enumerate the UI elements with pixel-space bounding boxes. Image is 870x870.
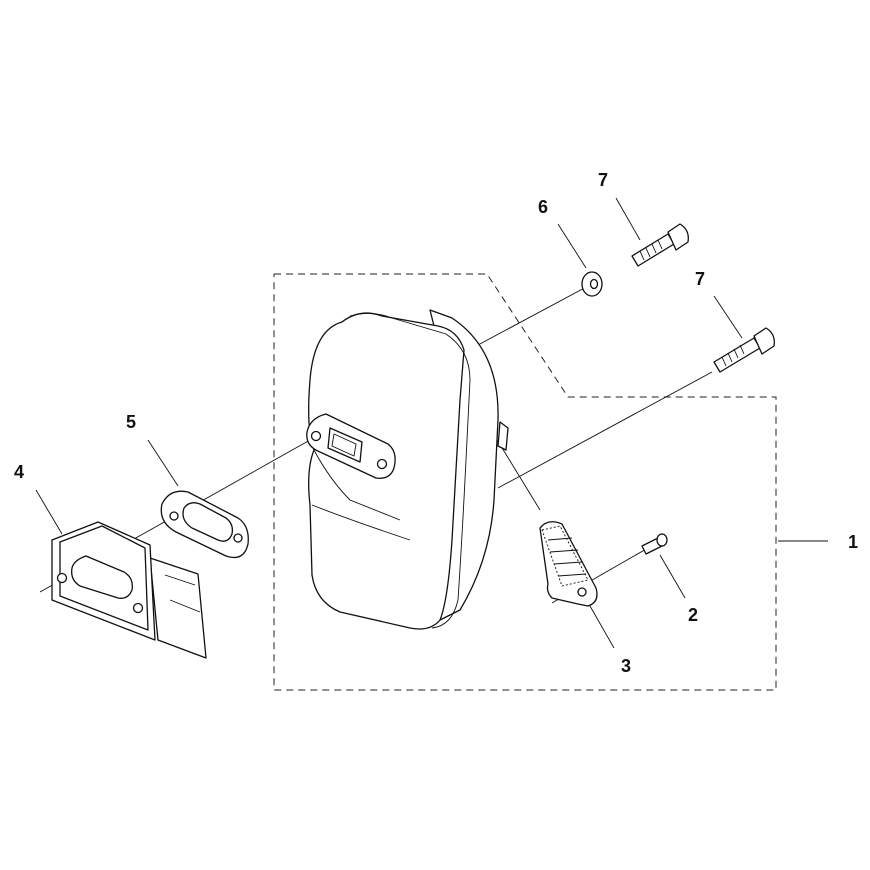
- assembly-boundary: [273, 273, 777, 691]
- bolt-lower: [713, 327, 775, 373]
- heat-shield-plate: [51, 521, 207, 659]
- callout-7-upper: 7: [598, 170, 608, 190]
- callout-7-lower: 7: [695, 269, 705, 289]
- spark-arrester-screen: [539, 521, 598, 607]
- callout-4: 4: [14, 462, 24, 482]
- callout-6: 6: [538, 197, 548, 217]
- muffler-body: [306, 309, 509, 630]
- callout-2: 2: [688, 605, 698, 625]
- screw: [641, 533, 668, 555]
- callout-5: 5: [126, 412, 136, 432]
- callout-leaders: [35, 197, 828, 649]
- callout-3: 3: [621, 656, 631, 676]
- exhaust-gasket: [160, 490, 249, 559]
- callout-1: 1: [848, 532, 858, 552]
- washer: [581, 271, 603, 297]
- bolt-upper: [631, 223, 689, 267]
